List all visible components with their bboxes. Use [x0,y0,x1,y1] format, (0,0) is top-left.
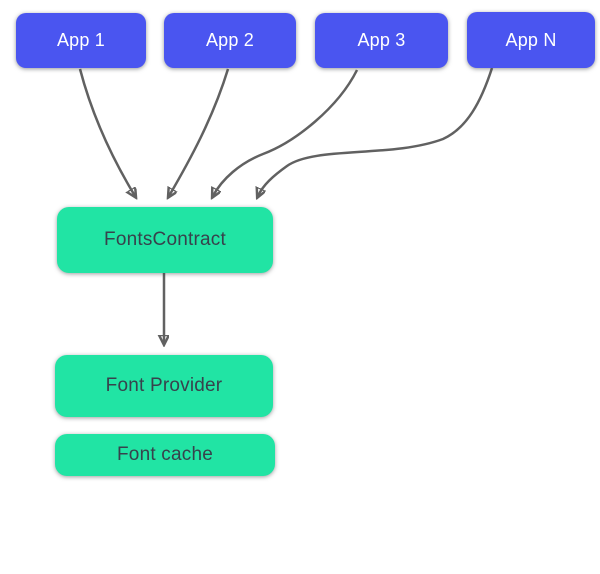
node-app-2-label: App 2 [205,30,255,50]
node-app-2: App 2 [164,13,296,68]
node-app-1: App 1 [16,13,146,68]
node-font-cache-label: Font cache [117,444,213,465]
node-font-provider: Font Provider [55,355,273,417]
node-fontscontract: FontsContract [57,207,273,273]
node-app-n-label: App N [505,29,557,50]
node-font-cache: Font cache [55,434,275,476]
node-app-1-label: App 1 [56,30,106,50]
node-font-provider-label: Font Provider [105,375,223,396]
node-app-n: App N [467,12,595,68]
edge-appN-fontscontract [258,67,494,196]
edge-app2-fontscontract [169,68,230,196]
edge-app3-fontscontract [213,69,359,196]
edge-app1-fontscontract [78,68,135,196]
node-app-3-label: App 3 [357,30,406,50]
node-fontscontract-label: FontsContract [104,229,226,250]
node-app-3: App 3 [315,13,448,68]
